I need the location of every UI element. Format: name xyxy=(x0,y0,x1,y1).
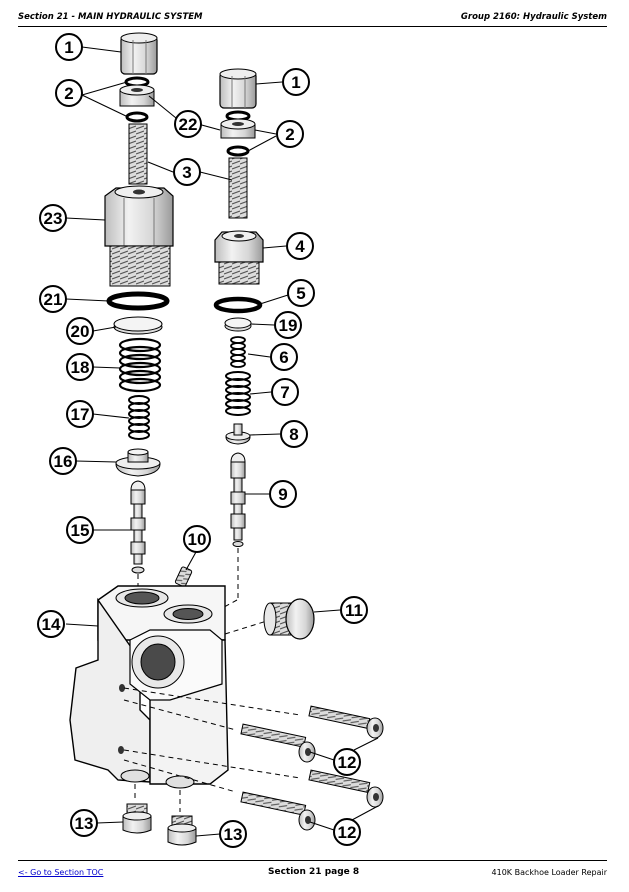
callout-9: 9 xyxy=(269,480,297,508)
callout-12-upper: 12 xyxy=(333,748,361,776)
callout-1-left: 1 xyxy=(55,33,83,61)
svg-text:21: 21 xyxy=(44,290,63,309)
left-adjusting-screw xyxy=(128,123,148,185)
right-o-ring xyxy=(213,296,263,314)
svg-text:12: 12 xyxy=(338,753,357,772)
manual-title: 410K Backhoe Loader Repair xyxy=(491,868,607,877)
callout-5: 5 xyxy=(287,279,315,307)
left-spring-seat xyxy=(115,448,161,477)
svg-text:13: 13 xyxy=(224,825,243,844)
svg-text:1: 1 xyxy=(291,73,300,92)
svg-text:5: 5 xyxy=(296,284,305,303)
valve-body xyxy=(69,585,229,789)
svg-text:17: 17 xyxy=(71,405,90,424)
leader-lines xyxy=(65,46,379,837)
port-plug xyxy=(263,598,315,640)
callout-20: 20 xyxy=(66,317,94,345)
right-inner-spring xyxy=(230,336,246,368)
svg-text:15: 15 xyxy=(71,521,90,540)
right-o-ring-lower xyxy=(226,145,250,157)
callout-3: 3 xyxy=(173,158,201,186)
left-washer xyxy=(113,316,163,335)
bottom-plug-right xyxy=(167,815,197,846)
callout-17: 17 xyxy=(66,400,94,428)
svg-text:8: 8 xyxy=(289,425,298,444)
right-washer xyxy=(224,317,252,332)
left-large-o-ring xyxy=(106,291,170,311)
right-outer-spring xyxy=(225,371,251,416)
svg-text:2: 2 xyxy=(285,125,294,144)
svg-text:7: 7 xyxy=(280,383,289,402)
bottom-plug-left xyxy=(122,803,152,834)
page-footer: <- Go to Section TOC Section 21 page 8 4… xyxy=(18,860,607,881)
left-cap-nut xyxy=(120,32,158,75)
callout-22: 22 xyxy=(174,110,202,138)
svg-text:3: 3 xyxy=(182,163,191,182)
callout-13-left: 13 xyxy=(70,809,98,837)
left-small-spring xyxy=(128,395,150,440)
right-spring-seat xyxy=(225,423,251,445)
svg-text:13: 13 xyxy=(75,814,94,833)
svg-text:4: 4 xyxy=(295,237,305,256)
right-adjusting-screw xyxy=(228,157,248,219)
callout-10: 10 xyxy=(183,525,211,553)
svg-text:16: 16 xyxy=(54,452,73,471)
callout-12-lower: 12 xyxy=(333,818,361,846)
callout-4: 4 xyxy=(286,232,314,260)
svg-text:19: 19 xyxy=(279,316,298,335)
cap-screw-4 xyxy=(240,791,316,831)
svg-text:18: 18 xyxy=(71,358,90,377)
svg-text:2: 2 xyxy=(64,84,73,103)
callout-15: 15 xyxy=(66,516,94,544)
callout-1-right: 1 xyxy=(282,68,310,96)
callout-6: 6 xyxy=(270,343,298,371)
callout-7: 7 xyxy=(271,378,299,406)
section-title: Section 21 - MAIN HYDRAULIC SYSTEM xyxy=(18,12,203,22)
callout-16: 16 xyxy=(49,447,77,475)
svg-text:20: 20 xyxy=(71,322,90,341)
callout-13-right: 13 xyxy=(219,820,247,848)
callout-18: 18 xyxy=(66,353,94,381)
left-large-plug xyxy=(104,185,174,287)
svg-text:9: 9 xyxy=(278,485,287,504)
setscrew xyxy=(174,566,193,588)
callout-23: 23 xyxy=(39,204,67,232)
callout-19: 19 xyxy=(274,311,302,339)
svg-text:1: 1 xyxy=(64,38,73,57)
right-plug xyxy=(214,230,264,285)
right-cap-nut xyxy=(219,68,257,109)
callout-21: 21 xyxy=(39,285,67,313)
left-poppet-spool xyxy=(130,480,146,574)
go-to-section-toc-link[interactable]: <- Go to Section TOC xyxy=(18,868,104,877)
callout-11: 11 xyxy=(340,596,368,624)
callout-14: 14 xyxy=(37,610,65,638)
svg-text:6: 6 xyxy=(279,348,288,367)
svg-text:14: 14 xyxy=(42,615,61,634)
svg-text:10: 10 xyxy=(188,530,207,549)
group-title: Group 2160: Hydraulic System xyxy=(460,12,607,22)
cap-screw-1 xyxy=(308,705,384,739)
svg-text:12: 12 xyxy=(338,823,357,842)
right-poppet-spool xyxy=(230,452,246,547)
svg-text:22: 22 xyxy=(179,115,198,134)
callout-8: 8 xyxy=(280,420,308,448)
left-large-spring xyxy=(118,337,162,393)
svg-text:23: 23 xyxy=(44,209,63,228)
left-jam-nut xyxy=(119,84,155,107)
cap-screw-3 xyxy=(308,769,384,808)
callout-2-left: 2 xyxy=(55,79,83,107)
svg-text:11: 11 xyxy=(345,601,363,620)
right-jam-nut xyxy=(220,118,256,139)
callout-2-right: 2 xyxy=(276,120,304,148)
page-header: Section 21 - MAIN HYDRAULIC SYSTEM Group… xyxy=(18,8,607,27)
left-o-ring-lower xyxy=(125,111,149,123)
page-number: Section 21 page 8 xyxy=(268,867,360,877)
cap-screw-2 xyxy=(240,723,316,763)
